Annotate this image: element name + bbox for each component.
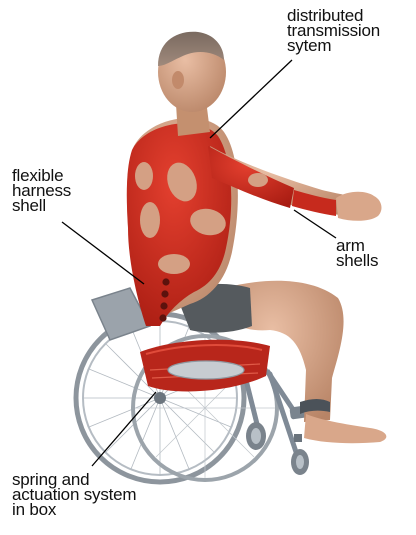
label-spring-actuation-system: spring and actuation system in box bbox=[12, 472, 136, 517]
head bbox=[158, 32, 226, 136]
caster-wheels bbox=[246, 422, 309, 475]
leader-line-spring-box bbox=[92, 392, 156, 466]
actuation-box bbox=[140, 340, 270, 392]
hand bbox=[336, 192, 381, 221]
foot bbox=[304, 414, 386, 443]
label-distributed-transmission-system: distributed transmission sytem bbox=[287, 8, 380, 53]
seat-cushion bbox=[168, 361, 244, 379]
label-flexible-harness-shell: flexible harness shell bbox=[12, 168, 71, 213]
label-arm-shells: arm shells bbox=[336, 238, 378, 268]
